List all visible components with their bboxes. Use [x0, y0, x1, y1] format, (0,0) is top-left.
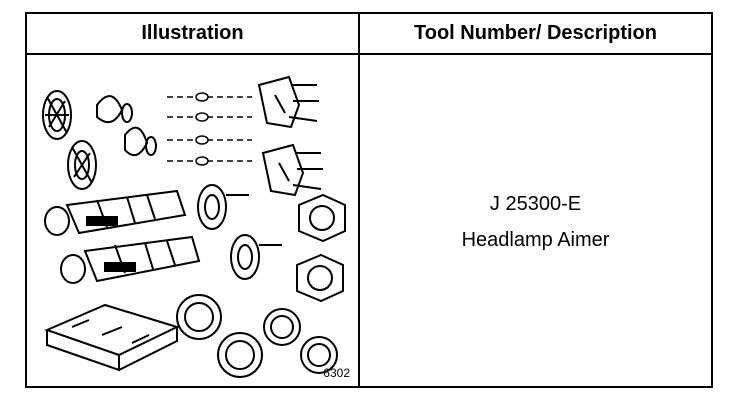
lamp-adapter-3: [67, 140, 97, 190]
level-vial-1: [197, 184, 249, 230]
aimer-body-2: [60, 235, 201, 284]
tool-number: J 25300-E: [489, 193, 582, 215]
header-illustration: Illustration: [141, 22, 244, 44]
lamp-adapter-2: [96, 95, 133, 124]
aimer-body-1: [44, 189, 187, 236]
hex-adapter-2: [296, 253, 344, 303]
column-divider: [358, 14, 360, 386]
ring-adapters: [176, 294, 338, 378]
bracket-2: [261, 143, 323, 197]
hex-adapter-1: [298, 193, 346, 243]
aimer-rods: [167, 92, 252, 166]
tool-table: Illustration Tool Number/ Description: [25, 12, 713, 388]
lamp-adapter-1: [42, 90, 72, 140]
figure-number: 6302: [323, 366, 350, 380]
storage-case: [44, 303, 180, 372]
header-tool-description: Tool Number/ Description: [414, 22, 657, 44]
lamp-adapter-4: [124, 126, 157, 157]
headlamp-aimer-illustration: [42, 75, 346, 378]
illustration-cell: 6302: [27, 55, 358, 386]
tool-description: Headlamp Aimer: [461, 229, 610, 251]
table-header-row: Illustration Tool Number/ Description: [27, 14, 711, 55]
level-vial-2: [230, 234, 282, 280]
bracket-1: [257, 75, 319, 129]
description-cell: J 25300-E Headlamp Aimer: [360, 55, 711, 386]
